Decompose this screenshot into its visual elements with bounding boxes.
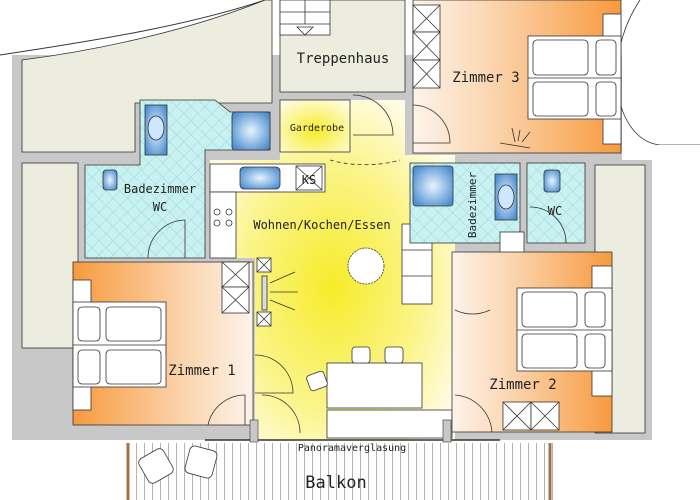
fridge-label: KS [302, 173, 316, 187]
bathroom-left-label: Badezimmer [124, 182, 196, 196]
wardrobe [279, 99, 351, 153]
wc-right-label: WC [548, 204, 562, 218]
balcony-label: Balkon [305, 473, 366, 493]
stairwell-label: Treppenhaus [297, 51, 390, 67]
bathroom-right-label: Badezimmer [466, 172, 479, 239]
room-3-label: Zimmer 3 [452, 70, 519, 86]
bathroom-left [84, 99, 271, 259]
living-label: Wohnen/Kochen/Essen [253, 218, 390, 232]
room-2-label: Zimmer 2 [489, 377, 556, 393]
wardrobe-label: Garderobe [290, 123, 344, 134]
room-1-label: Zimmer 1 [168, 363, 235, 379]
glazing-label: Panoramaverglasung [298, 443, 406, 454]
wc-left-label: WC [153, 200, 167, 214]
